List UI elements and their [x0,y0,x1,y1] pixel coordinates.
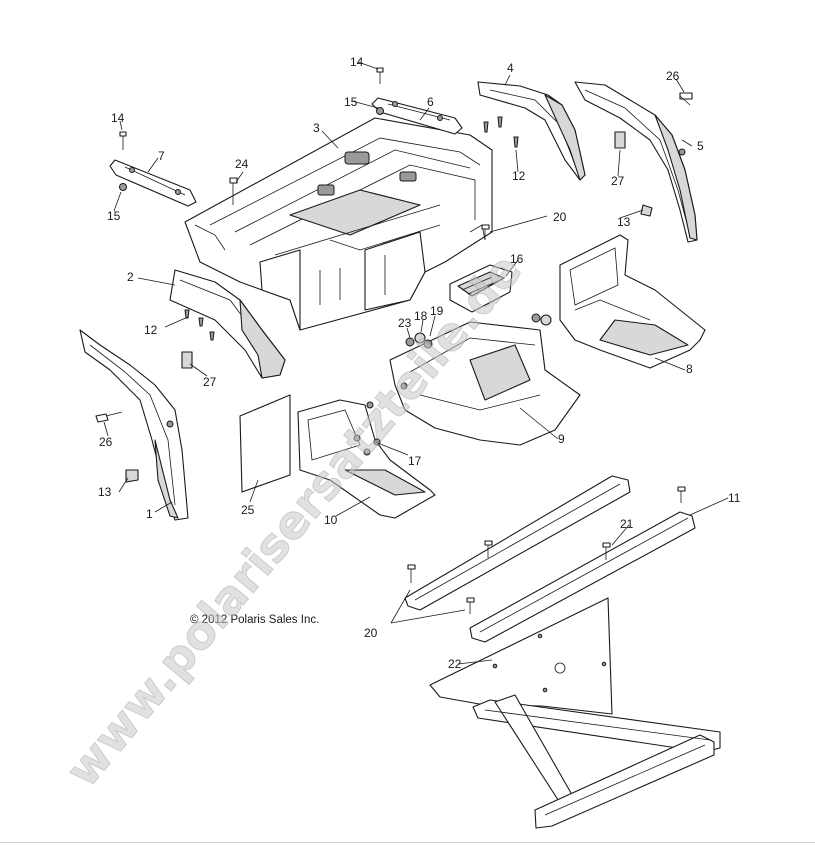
bottom-divider [0,842,815,843]
callout-label: 15 [344,95,358,109]
watermark: www.polarisersatzteile.de [55,243,532,797]
push-rivet-icon [125,469,139,483]
callout-label: 23 [398,316,412,330]
callout-label: 13 [98,485,112,499]
callout-label: 4 [507,61,514,75]
nut-icon [423,339,433,349]
floor-tray-center-part [389,321,581,446]
callout-label: 9 [558,432,565,446]
skid-plate-part [429,597,613,715]
storage-lid-part [449,264,513,313]
bolt-icon [407,564,416,583]
callout-labels: 1 2 3 4 5 6 7 8 9 10 11 12 12 13 13 14 1… [98,55,741,671]
gasket-sheet-part [239,394,291,493]
retainer-clip-icon [614,131,626,149]
retainer-clip-icon [181,351,193,369]
side-panel-left-part [169,269,286,379]
leader-lines [103,61,729,665]
cargo-box-part [184,117,493,331]
callout-label: 12 [144,323,158,337]
callout-label: 8 [686,362,693,376]
callout-label: 5 [697,139,704,153]
storage-bin-right-part [559,234,706,369]
callout-label: 6 [427,95,434,109]
hardware-fasteners [95,67,693,614]
callout-label: 10 [324,513,338,527]
fender-left-part [79,329,189,521]
callout-label: 13 [617,215,631,229]
clip-icon [513,136,519,148]
side-panel-right-part [477,81,586,181]
bolt-icon [466,597,475,614]
callout-label: 19 [430,304,444,318]
callout-label: 20 [364,626,378,640]
callout-label: 1 [146,507,153,521]
callout-label: 11 [728,491,741,505]
nut-icon [119,183,127,191]
bolt-icon [95,411,123,423]
callout-label: 14 [111,111,125,125]
bolt-icon [602,542,611,560]
screw-icon [376,67,384,84]
callout-label: 27 [611,174,625,188]
bushing-icon [540,314,552,326]
copyright-notice: © 2012 Polaris Sales Inc. [190,614,319,626]
clip-icon [497,116,503,128]
callout-label: 21 [620,517,634,531]
nut-icon [376,107,384,115]
screw-icon [119,131,127,150]
frame-rail-part [404,475,696,643]
storage-bin-left-part [297,399,436,519]
callout-label: 15 [107,209,121,223]
clip-icon [483,121,489,133]
bolt-icon [679,92,693,106]
clip-icon [198,317,204,327]
bolt-icon [677,486,686,503]
callout-label: 14 [350,55,364,69]
bushing-icon [414,332,426,344]
bolt-icon [366,401,374,409]
rail-bracket-left-part [109,159,197,207]
push-rivet-icon [640,204,653,217]
callout-label: 20 [553,210,567,224]
callout-label: 7 [158,149,165,163]
bolt-icon [484,540,493,558]
callout-label: 24 [235,157,249,171]
callout-label: 26 [666,69,680,83]
callout-label: 22 [448,657,462,671]
callout-label: 17 [408,454,422,468]
bolt-icon [481,224,490,240]
callout-label: 18 [414,309,428,323]
rail-bracket-right-part [371,97,463,135]
frame-crossmember-part [472,694,721,829]
clip-icon [209,331,215,341]
callout-label: 27 [203,375,217,389]
fender-right-part [574,81,698,243]
callout-label: 25 [241,503,255,517]
callout-label: 3 [313,121,320,135]
callout-label: 2 [127,270,134,284]
callout-label: 26 [99,435,113,449]
nut-icon [531,313,541,323]
clip-icon [184,309,190,319]
callout-label: 12 [512,169,526,183]
callout-label: 16 [510,252,524,266]
